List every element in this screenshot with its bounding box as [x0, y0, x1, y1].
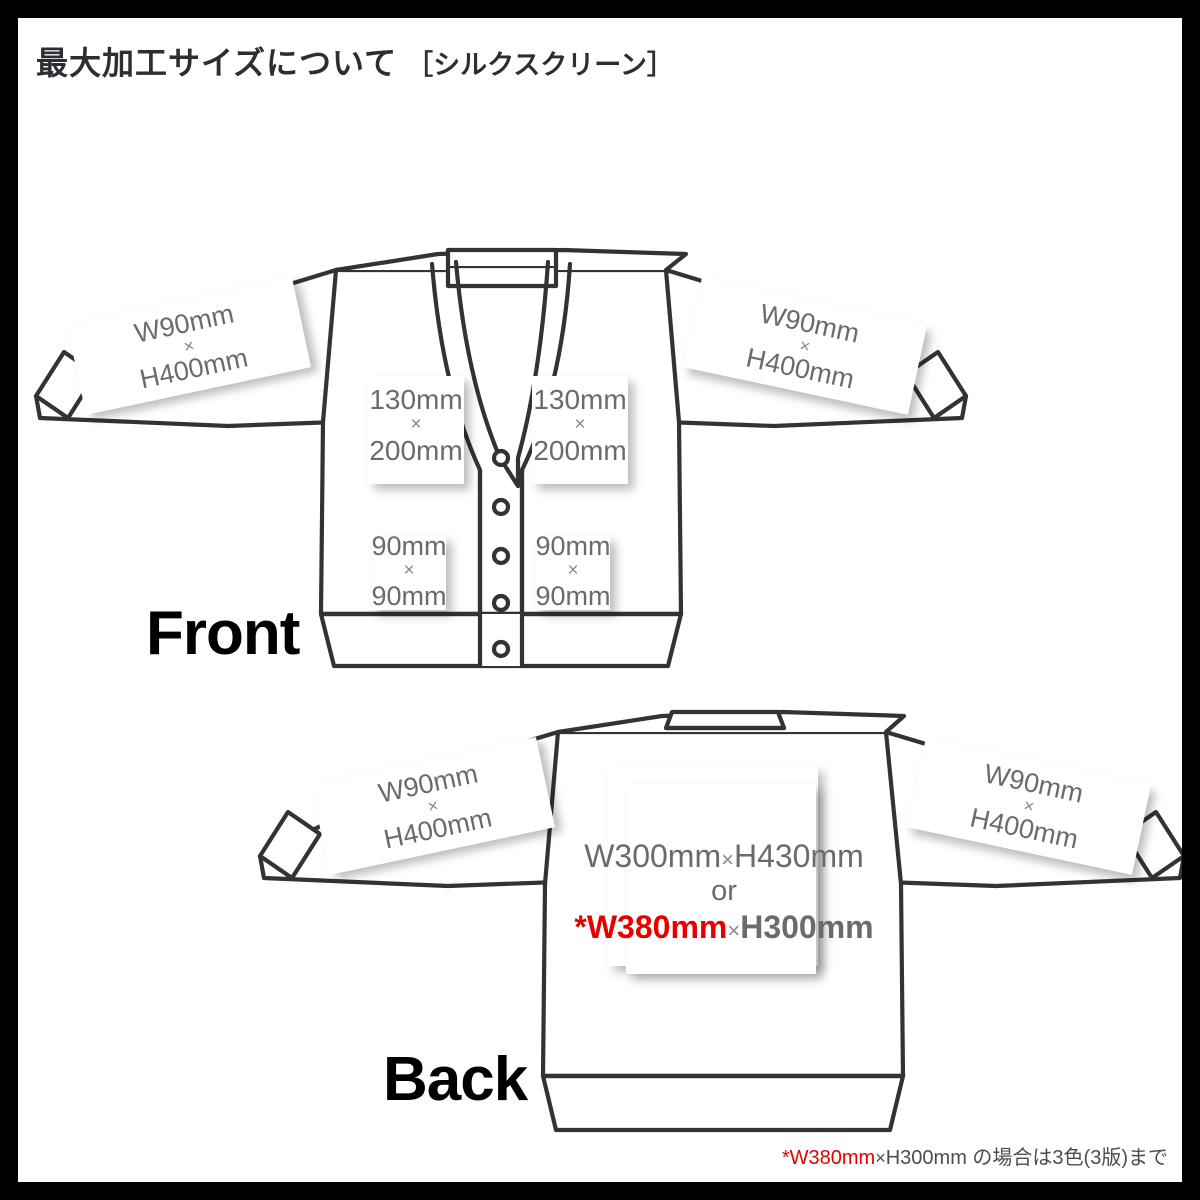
- front-left-lower-size: 90mm × 90mm: [309, 532, 509, 611]
- front-right-lower-height: 90mm: [535, 581, 611, 612]
- footnote-marked-size: *W380mm: [781, 1147, 876, 1169]
- front-right-lower-width: 90mm: [535, 531, 611, 561]
- front-left-chest-size: 130mm × 200mm: [316, 385, 516, 466]
- poster-canvas: 最大加工サイズについて ［シルクスクリーン］: [18, 18, 1182, 1182]
- back-right-sleeve-print-area: W90mm × H400mm: [906, 737, 1152, 875]
- front-left-lower-print-area: 90mm × 90mm: [371, 532, 446, 611]
- back-left-sleeve-print-area: W90mm × H400mm: [310, 737, 556, 875]
- view-label-back: Back: [383, 1045, 528, 1114]
- front-right-lower-print-area: 90mm × 90mm: [535, 532, 610, 611]
- front-left-chest-width: 130mm: [369, 384, 463, 415]
- front-right-lower-size: 90mm × 90mm: [473, 532, 673, 611]
- front-left-sleeve-print-area: W90mm × H400mm: [66, 277, 312, 415]
- front-left-lower-height: 90mm: [371, 581, 447, 612]
- front-right-chest-size: 130mm × 200mm: [480, 385, 680, 466]
- front-left-chest-print-area: 130mm × 200mm: [368, 376, 464, 484]
- page-title-method: ［シルクスクリーン］: [406, 50, 674, 80]
- back-right-sleeve-size: W90mm × H400mm: [968, 758, 1091, 854]
- front-left-lower-width: 90mm: [371, 531, 447, 561]
- front-right-chest-print-area: 130mm × 200mm: [532, 376, 628, 484]
- front-right-sleeve-print-area: W90mm × H400mm: [682, 277, 928, 415]
- front-right-chest-height: 200mm: [533, 435, 627, 467]
- front-right-chest-width: 130mm: [533, 384, 627, 415]
- page-title-main: 最大加工サイズについて: [36, 45, 398, 81]
- view-label-front: Front: [146, 599, 300, 668]
- multiply-icon: ×: [574, 414, 586, 436]
- footnote: *W380mm×H300mm の場合は3色(3版)まで: [782, 1141, 1168, 1170]
- front-right-sleeve-size: W90mm × H400mm: [744, 298, 867, 394]
- multiply-icon: ×: [403, 560, 415, 582]
- page-title: 最大加工サイズについて ［シルクスクリーン］: [36, 38, 674, 84]
- footnote-size: H300mm: [885, 1147, 967, 1169]
- front-left-sleeve-size: W90mm × H400mm: [128, 298, 251, 394]
- multiply-icon: ×: [567, 560, 579, 582]
- back-left-sleeve-size: W90mm × H400mm: [372, 758, 495, 854]
- footnote-note: の場合は3色(3版)まで: [966, 1147, 1168, 1169]
- multiply-icon: ×: [410, 414, 422, 436]
- front-left-chest-height: 200mm: [369, 435, 463, 467]
- back-center-print-area-landscape: [626, 784, 816, 974]
- multiply-icon: ×: [875, 1148, 886, 1168]
